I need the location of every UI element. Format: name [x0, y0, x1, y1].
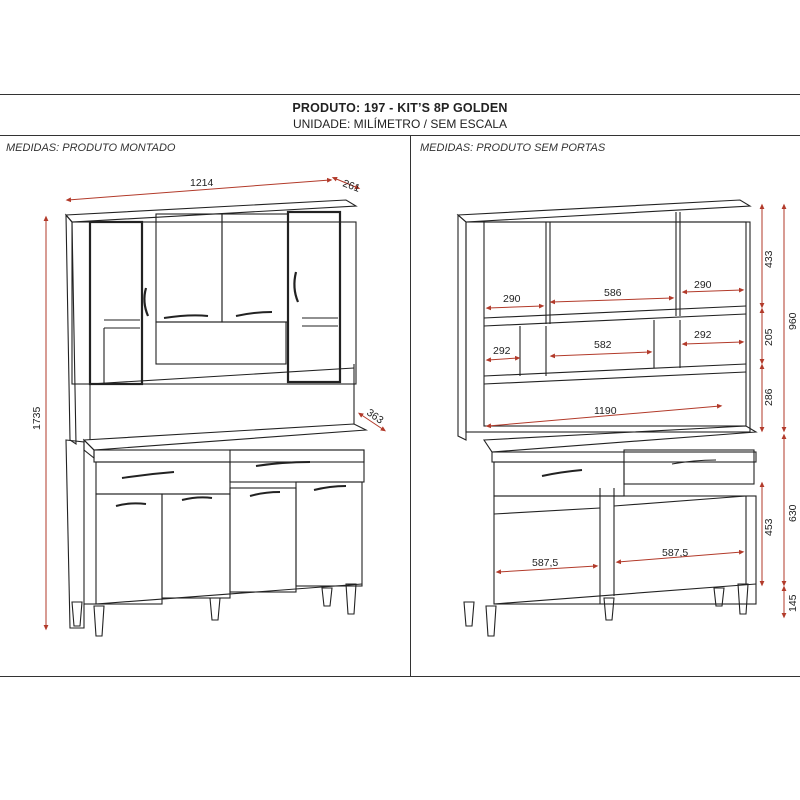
- label-h-205: 205: [763, 328, 775, 346]
- countertop: [82, 423, 369, 451]
- glass-door-left: [88, 220, 144, 386]
- lower-door-4: [295, 481, 363, 587]
- label-depth-top: 261: [341, 178, 362, 195]
- upper-body: [71, 221, 357, 385]
- label-shelf-right-mid: 292: [694, 329, 712, 341]
- open-top-cap: [456, 199, 752, 223]
- unit-subtitle: UNIDADE: MILÍMETRO / SEM ESCALA: [292, 117, 508, 131]
- open-niche: [155, 321, 287, 365]
- dim-width: [65, 177, 333, 203]
- left-panel-label: MEDIDAS: PRODUTO MONTADO: [6, 142, 176, 154]
- open-cabinet: [456, 199, 758, 637]
- label-counter-width: 1190: [594, 405, 617, 417]
- left-dimensions: [43, 176, 386, 631]
- label-h-145: 145: [787, 594, 799, 612]
- lower-door-2: [161, 493, 231, 599]
- label-shelf-left-top: 290: [503, 293, 521, 305]
- product-title: PRODUTO: 197 - KIT’S 8P GOLDEN: [292, 101, 508, 115]
- label-h-960: 960: [787, 312, 799, 330]
- upper-door-1: [155, 213, 223, 323]
- dim-depth-top: [331, 176, 361, 190]
- upper-side: [65, 213, 77, 446]
- lower-door-3: [229, 487, 297, 593]
- glass-door-right: [286, 210, 342, 384]
- label-h-433: 433: [763, 250, 775, 268]
- drawer-left: [95, 461, 231, 495]
- label-bottom-left: 587,5: [532, 557, 558, 569]
- right-dimensions: [485, 203, 787, 619]
- drawer-right: [229, 449, 365, 483]
- dim-depth-counter: [358, 412, 386, 432]
- label-h-286: 286: [763, 388, 775, 406]
- label-shelf-center-top: 586: [604, 287, 622, 299]
- open-drawer-right: [623, 449, 755, 485]
- header-box: PRODUTO: 197 - KIT’S 8P GOLDEN UNIDADE: …: [0, 94, 800, 136]
- upper-door-2: [221, 213, 289, 323]
- lower-door-1: [95, 493, 163, 605]
- label-height: 1735: [31, 406, 43, 430]
- label-shelf-center-mid: 582: [594, 339, 612, 351]
- bottom-rule: [0, 676, 800, 677]
- label-width: 1214: [190, 177, 214, 189]
- lower-side-left: [65, 439, 85, 629]
- open-drawer-left: [493, 461, 625, 497]
- panel-divider: [410, 136, 411, 676]
- assembled-cabinet: [64, 199, 369, 637]
- label-h-453: 453: [763, 518, 775, 536]
- open-upper-body: [465, 221, 751, 433]
- label-h-630: 630: [787, 504, 799, 522]
- label-shelf-right-top: 290: [694, 279, 712, 291]
- label-depth-counter: 363: [364, 407, 385, 427]
- label-shelf-left-mid: 292: [493, 345, 511, 357]
- right-panel-label: MEDIDAS: PRODUTO SEM PORTAS: [420, 142, 606, 154]
- open-countertop: [483, 425, 758, 453]
- label-bottom-right: 587,5: [662, 547, 688, 559]
